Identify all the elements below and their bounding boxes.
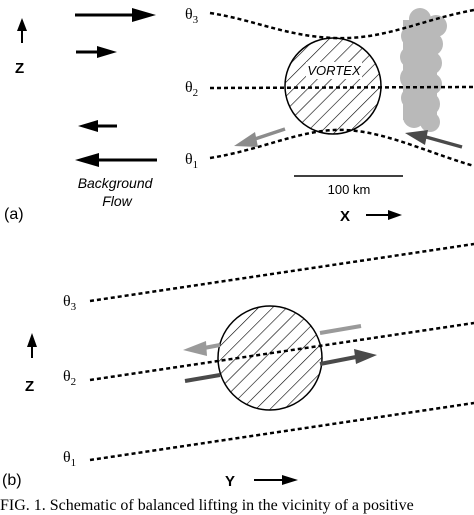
vortex-label-background bbox=[306, 62, 362, 79]
vortex-circle-b bbox=[217, 305, 323, 411]
y-axis-label: Y bbox=[225, 473, 235, 490]
vortex-circle-a bbox=[284, 37, 382, 135]
upper-light-segment bbox=[319, 324, 362, 335]
vortex-label: VORTEX bbox=[307, 63, 362, 78]
panel-b: θ3 θ2 θ1 Z Y (b) bbox=[2, 242, 474, 490]
theta2-label-b: θ2 bbox=[63, 368, 76, 388]
right-arrow-icon bbox=[354, 349, 377, 364]
theta3-label-b: θ3 bbox=[63, 293, 77, 313]
z-axis-arrowhead-icon bbox=[17, 18, 27, 31]
isentrope-theta2-b bbox=[89, 321, 474, 382]
right-arrow-shaft bbox=[319, 355, 357, 366]
z-axis-arrowhead-b-icon bbox=[27, 333, 37, 347]
ascent-arrow-icon bbox=[405, 130, 428, 145]
isentrope-theta2-a bbox=[209, 85, 474, 90]
panel-a: Z Background Flow (a) bbox=[4, 6, 474, 225]
isentrope-theta3-b bbox=[89, 242, 474, 303]
background-flow-label: Background Flow bbox=[78, 175, 157, 209]
x-axis-label: X bbox=[340, 208, 350, 225]
flow-arrow-right-small-icon bbox=[97, 46, 117, 58]
left-arrow-shaft bbox=[203, 343, 221, 350]
z-axis-a: Z bbox=[15, 18, 27, 77]
panel-label-b: (b) bbox=[2, 472, 22, 489]
x-axis-arrowhead-icon bbox=[388, 210, 402, 220]
ascent-arrow-shaft bbox=[425, 135, 463, 149]
panel-label-a: (a) bbox=[4, 206, 24, 223]
isentropes-b bbox=[89, 242, 474, 462]
scale-bar-label: 100 km bbox=[328, 182, 371, 197]
flow-arrow-left-small-icon bbox=[78, 120, 98, 132]
figure-caption: FIG. 1. Schematic of balanced lifting in… bbox=[0, 497, 414, 514]
theta2-label-a: θ2 bbox=[185, 79, 198, 99]
flow-arrow-left-large-icon bbox=[75, 153, 99, 167]
background-flow-arrows bbox=[75, 8, 157, 167]
left-arrow-icon bbox=[183, 341, 207, 356]
isentrope-theta1-a bbox=[209, 128, 474, 168]
z-axis-label: Z bbox=[15, 60, 24, 77]
isentropes-a bbox=[209, 8, 474, 168]
cloud bbox=[400, 8, 447, 132]
flow-arrow-right-large-icon bbox=[132, 8, 156, 22]
descent-arrow-icon bbox=[234, 132, 258, 147]
theta1-label-a: θ1 bbox=[185, 151, 198, 171]
descent-arrow-shaft bbox=[251, 127, 286, 142]
isentrope-theta3-a bbox=[209, 8, 474, 40]
isentrope-theta1-b bbox=[89, 401, 474, 462]
lower-dark-segment bbox=[184, 373, 221, 383]
y-axis-arrowhead-icon bbox=[282, 475, 298, 485]
theta1-label-b: θ1 bbox=[63, 449, 76, 469]
z-axis-label-b: Z bbox=[25, 378, 34, 395]
theta3-label-a: θ3 bbox=[185, 6, 199, 26]
